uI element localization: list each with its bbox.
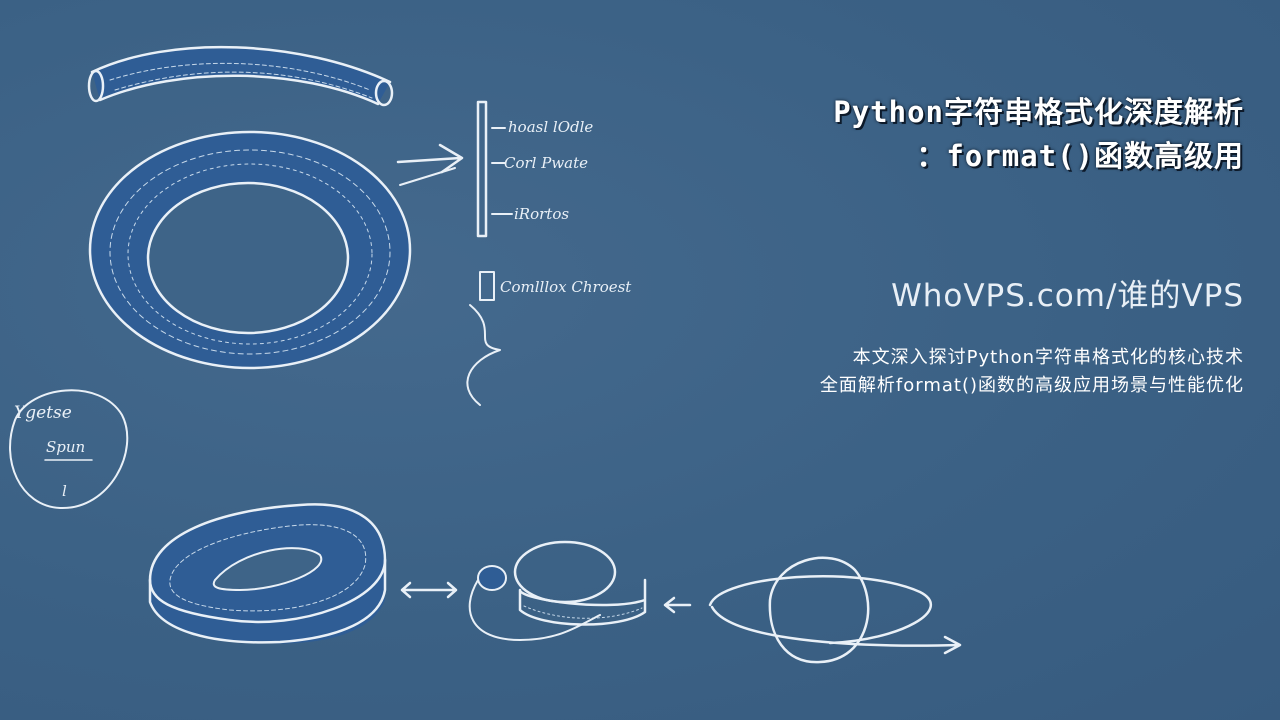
circle-label-3: l	[62, 482, 67, 500]
curved-tube-sketch	[87, 45, 394, 107]
component-label-sketch: Comlllox Chroest	[466, 271, 632, 406]
ring-sketch	[88, 130, 412, 370]
sketch-label-4: Comlllox Chroest	[500, 278, 632, 296]
description-line-2: 全面解析format()函数的高级应用场景与性能优化	[819, 375, 1244, 396]
circle-notes-sketch: Ygetse Spun l	[9, 389, 129, 510]
left-arrow	[663, 596, 692, 614]
title-line-1: Python字符串格式化深度解析	[833, 95, 1244, 129]
description: 本文深入探讨Python字符串格式化的核心技术 全面解析format()函数的高…	[604, 344, 1244, 400]
sketch-label-1: hoasl lOdle	[508, 118, 593, 136]
title-line-2: ：format()函数高级用	[916, 139, 1244, 173]
page-title: Python字符串格式化深度解析 ：format()函数高级用	[644, 90, 1244, 178]
arrow-to-labels	[396, 143, 464, 186]
sketch-label-3: iRortos	[514, 205, 569, 223]
circle-label-2: Spun	[46, 438, 85, 456]
label-bracket: hoasl lOdle Corl Pwate iRortos	[476, 100, 593, 238]
sketch-label-2: Corl Pwate	[504, 154, 588, 172]
description-line-1: 本文深入探讨Python字符串格式化的核心技术	[852, 347, 1244, 368]
double-arrow	[400, 581, 458, 599]
circle-label-1: Ygetse	[14, 403, 72, 423]
cushion-sketch	[148, 503, 387, 644]
orbit-sketch	[708, 556, 962, 664]
brand-text: WhoVPS.com/谁的VPS	[891, 278, 1244, 314]
disc-sketch	[468, 540, 647, 641]
